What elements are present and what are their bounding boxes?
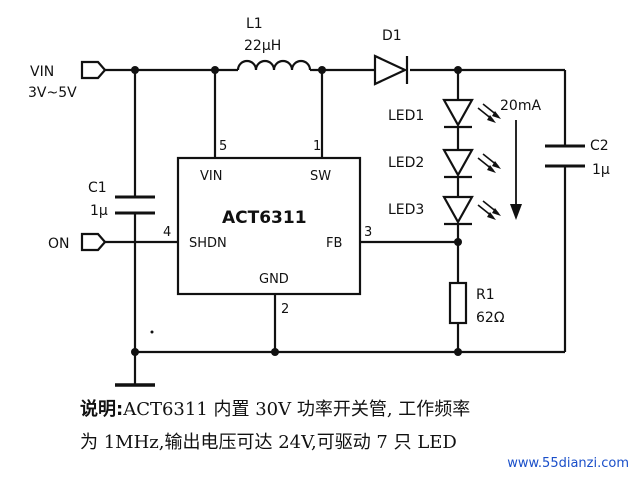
current-label: 20mA <box>500 98 541 114</box>
c2-name: C2 <box>590 138 609 154</box>
current-arrow <box>510 204 522 220</box>
on-terminal <box>80 232 107 252</box>
led1-label: LED1 <box>388 108 424 124</box>
pin-number-3: 3 <box>364 225 372 240</box>
inductor-l1 <box>236 59 312 71</box>
resistor-r1 <box>448 281 468 325</box>
circuit-schematic: VIN 3V~5V ON L1 22μH D1 C1 1μ C2 1μ R1 6… <box>28 16 610 387</box>
caption-prefix: 说明: <box>80 399 124 420</box>
pin-number-1: 1 <box>313 139 321 154</box>
caption-line-2: 为 1MHz,输出电压可达 24V,可驱动 7 只 LED <box>80 432 457 453</box>
vin-label: VIN <box>30 64 54 80</box>
vin-range-label: 3V~5V <box>28 85 77 101</box>
led3-label: LED3 <box>388 202 424 218</box>
c1-value: 1μ <box>90 203 108 219</box>
d1-name: D1 <box>382 28 402 44</box>
pin-sw-label: SW <box>310 169 331 184</box>
pin-shdn-label: SHDN <box>189 236 227 251</box>
pin-fb-label: FB <box>326 236 342 251</box>
pin-number-5: 5 <box>219 139 227 154</box>
l1-value: 22μH <box>244 38 281 54</box>
watermark: www.55dianzi.com <box>507 456 629 471</box>
caption-line-1: 说明:ACT6311 内置 30V 功率开关管, 工作频率 <box>80 395 630 421</box>
vin-terminal <box>80 60 107 80</box>
r1-value: 62Ω <box>476 310 505 326</box>
c2-value: 1μ <box>592 162 610 178</box>
ic-body <box>176 156 362 296</box>
led3-symbol <box>442 195 474 225</box>
r1-name: R1 <box>476 287 495 303</box>
led2-symbol <box>442 148 474 178</box>
pin-vin-label: VIN <box>200 169 222 184</box>
diode-d1 <box>373 54 408 86</box>
pin-number-4: 4 <box>163 225 171 240</box>
pin-gnd-label: GND <box>259 272 289 287</box>
c1-name: C1 <box>88 180 107 196</box>
led1-symbol <box>442 98 474 128</box>
on-label: ON <box>48 236 70 252</box>
ic-name: ACT6311 <box>222 208 307 228</box>
led2-label: LED2 <box>388 155 424 171</box>
caption-text-1: ACT6311 内置 30V 功率开关管, 工作频率 <box>123 399 471 420</box>
pin-number-2: 2 <box>281 302 289 317</box>
l1-name: L1 <box>246 16 263 32</box>
